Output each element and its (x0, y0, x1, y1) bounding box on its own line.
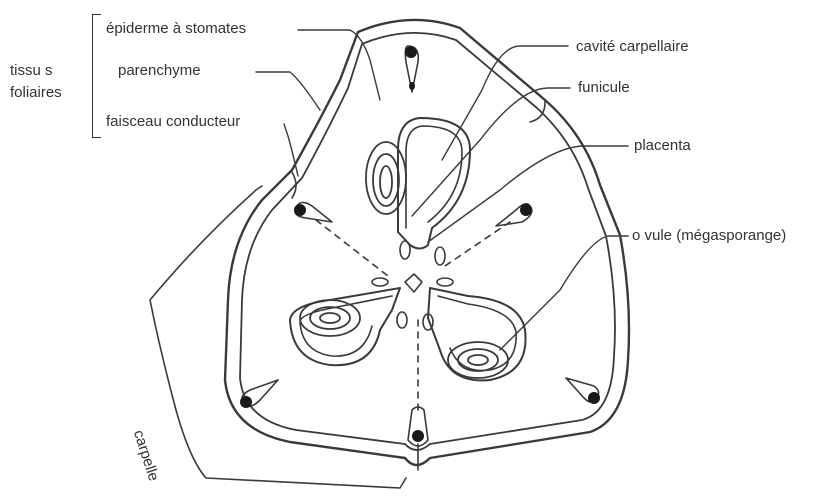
ovule-left (300, 300, 360, 336)
locule-left-inner (300, 296, 392, 356)
label-placenta: placenta (634, 137, 691, 155)
label-funicule: funicule (578, 79, 630, 97)
label-tissus: tissu s (10, 62, 62, 80)
bundle-dark-tips (240, 46, 600, 442)
carpel-suture-left (292, 172, 296, 198)
central-bundles (372, 241, 453, 330)
label-epiderme: épiderme à stomates (106, 20, 246, 38)
septum-line-1 (316, 220, 388, 276)
label-tissus-foliaires: tissu s foliaires (10, 62, 62, 102)
ovule-top (366, 142, 406, 214)
inner-epidermis (240, 33, 615, 450)
locule-left (290, 288, 400, 365)
leader-placenta (428, 146, 628, 242)
label-ovule: o vule (mégasporange) (632, 227, 786, 245)
label-foliaires: foliaires (10, 84, 62, 102)
locule-right (428, 288, 526, 380)
septum-line-2 (442, 222, 510, 268)
label-faisceau: faisceau conducteur (106, 113, 240, 131)
outer-epidermis (225, 20, 629, 465)
locule-right-inner (438, 296, 516, 371)
leader-epiderme (298, 30, 380, 100)
leader-faisceau (284, 124, 298, 176)
label-cavite: cavité carpellaire (576, 38, 689, 56)
label-parenchyme: parenchyme (118, 62, 201, 80)
leader-parenchyme (256, 72, 320, 110)
brace-tissus-foliaires (92, 14, 101, 138)
